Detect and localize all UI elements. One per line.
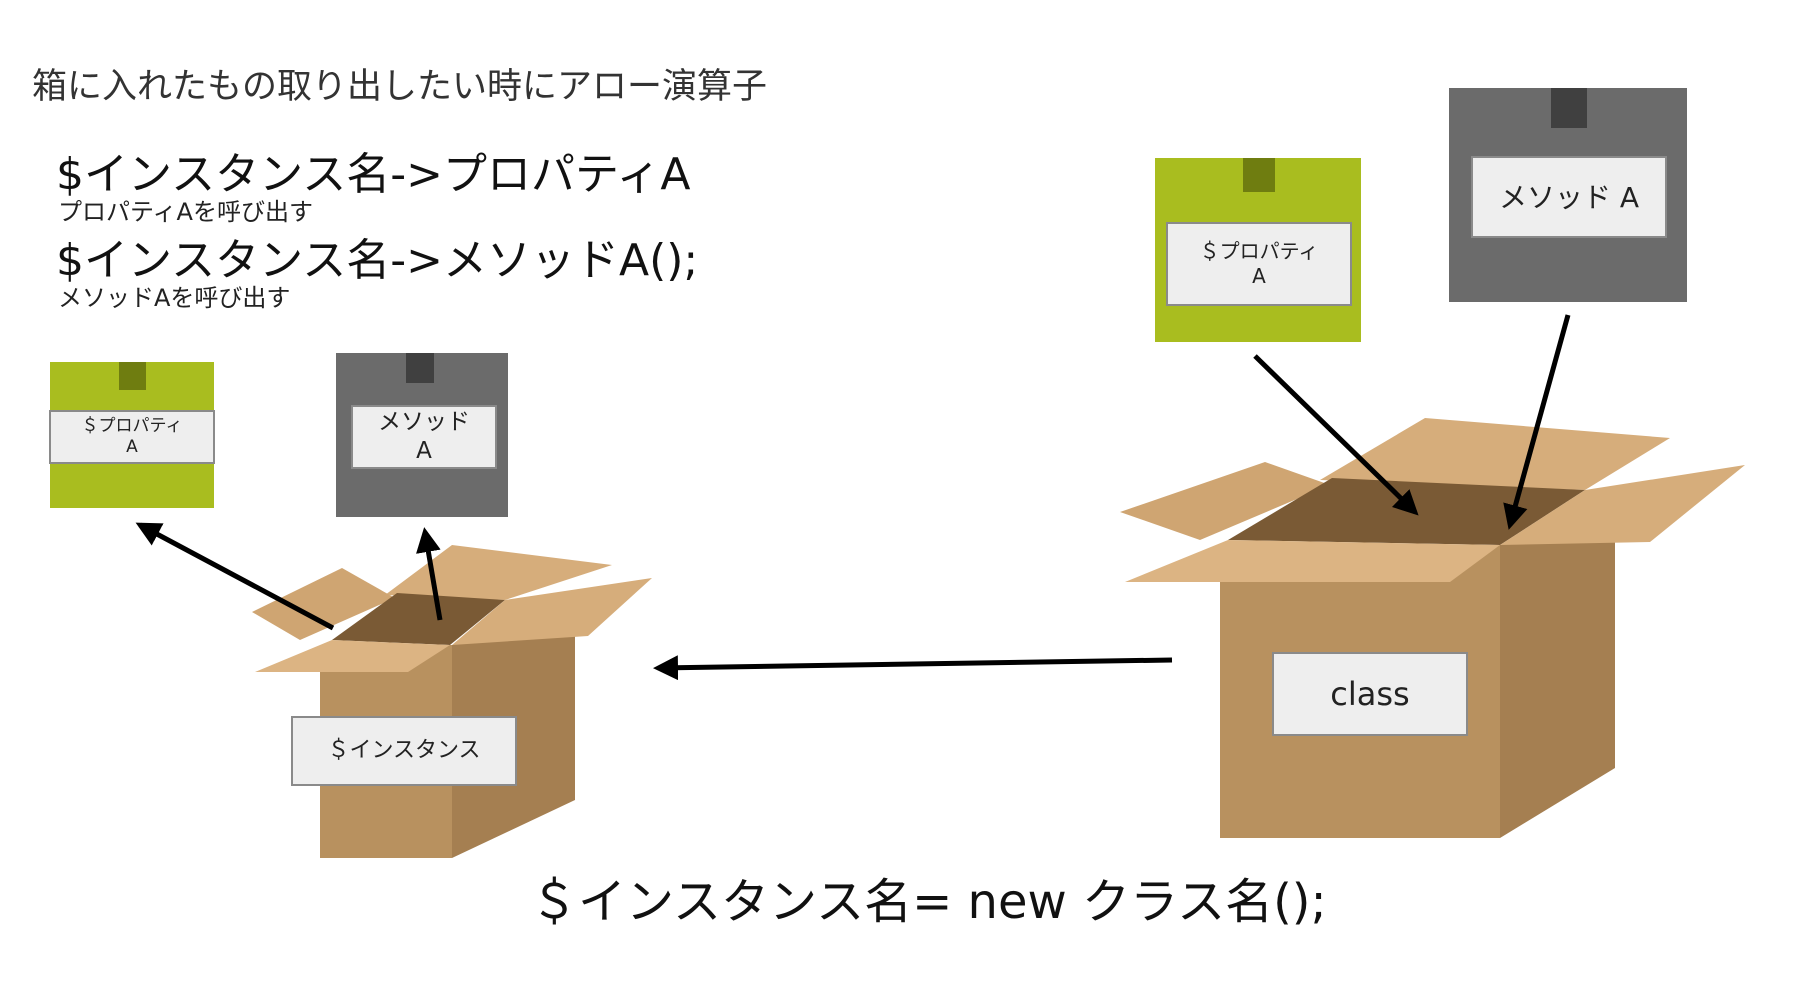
method-label-large: メソッド A (1471, 156, 1667, 238)
arrow-property-into-class (1253, 354, 1419, 516)
class-label-text: class (1330, 675, 1410, 713)
property-label-large-line2: A (1252, 264, 1266, 288)
arrow-instance-to-method (416, 527, 443, 621)
method-label-small-line2: A (416, 438, 432, 464)
method-label-small: メソッド A (351, 405, 497, 469)
class-box-icon (1120, 418, 1745, 838)
instance-box-icon (252, 545, 652, 858)
method-label-small-line1: メソッド (378, 409, 470, 436)
property-label-large-line1: ＄プロパティ (1199, 239, 1319, 263)
method-label-large-text: メソッド A (1498, 180, 1640, 214)
instance-label: ＄インスタンス (291, 716, 517, 786)
property-label-small: ＄プロパティ A (49, 410, 215, 464)
caption-text: 箱に入れたもの取り出したい時にアロー演算子 (32, 67, 768, 107)
arrow-instance-to-property (135, 522, 335, 631)
class-label: class (1272, 652, 1468, 736)
code-line-property: $インスタンス名->プロパティA (56, 149, 691, 200)
code-desc-method: メソッドAを呼び出す (58, 284, 291, 312)
code-desc-property: プロパティAを呼び出す (58, 198, 313, 226)
property-label-small-line1: ＄プロパティ (81, 415, 183, 436)
property-label-large: ＄プロパティ A (1166, 222, 1352, 306)
property-label-small-line2: A (126, 437, 138, 457)
code-line-method: $インスタンス名->メソッドA(); (56, 235, 699, 286)
arrow-method-into-class (1503, 314, 1571, 530)
instance-label-text: ＄インスタンス (327, 738, 481, 764)
arrow-class-to-instance (653, 655, 1173, 681)
instantiation-code: ＄インスタンス名= new クラス名(); (530, 874, 1327, 930)
